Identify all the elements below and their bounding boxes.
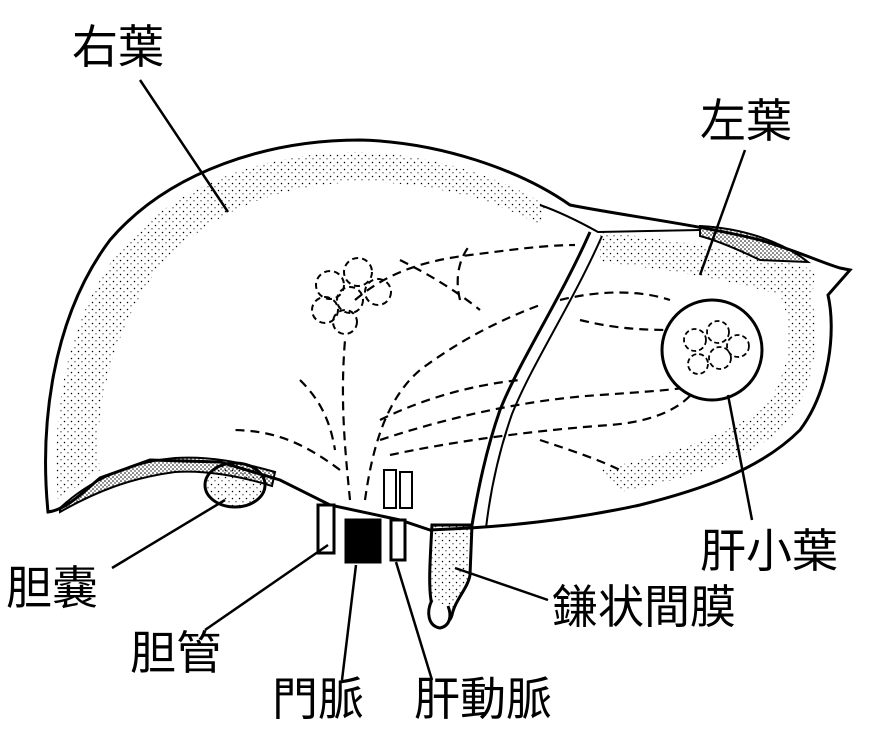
falciform-line-inner xyxy=(485,235,603,529)
hepatic-artery-label: 肝動脈 xyxy=(414,672,552,726)
lobule-magnifier-detail xyxy=(683,320,750,375)
falciform-line xyxy=(470,231,592,526)
leader-lines xyxy=(111,79,754,681)
lobule-label: 肝小葉 xyxy=(700,524,838,578)
gallbladder-label: 胆嚢 xyxy=(6,561,98,615)
bile-duct-label: 胆管 xyxy=(130,626,222,680)
left-lobe-label: 左葉 xyxy=(700,94,792,148)
bile-duct-vessel xyxy=(316,503,336,555)
liver-shading-left xyxy=(600,232,816,492)
liver-shading-right xyxy=(56,152,546,500)
falciform-ligament-label: 鎌状間膜 xyxy=(552,580,736,634)
falciform-tip xyxy=(427,599,452,630)
falciform-top xyxy=(539,204,701,234)
right-lobe-label: 右葉 xyxy=(72,20,164,74)
duct-stub-2 xyxy=(399,471,413,509)
hepatic-artery-vessel xyxy=(389,518,407,562)
lobule-cluster xyxy=(311,257,392,335)
gallbladder-shape xyxy=(203,461,267,509)
duct-stub-1 xyxy=(383,469,397,509)
portal-vein-label: 門脈 xyxy=(272,672,364,726)
portal-vein-vessel xyxy=(344,518,382,564)
